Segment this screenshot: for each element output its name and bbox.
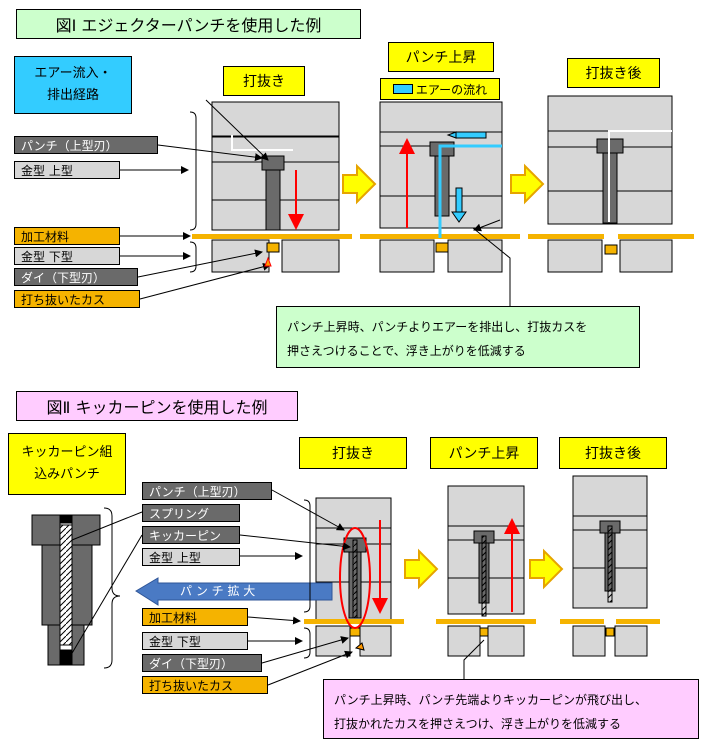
fig2-assembly-line1: キッカーピン組 — [21, 445, 113, 460]
fig1-stage3-die — [547, 95, 673, 273]
fig1-leader-lines — [120, 99, 511, 306]
fig1-stage2-air-path — [438, 144, 502, 238]
fig1-stage1-air-path — [231, 135, 293, 151]
fig2-stage3-material-left — [560, 619, 604, 624]
fig2-label-lower-die: 金型 下型 — [142, 632, 248, 650]
fig1-label-material: 加工材料 — [14, 227, 120, 245]
fig1-stage1-material — [192, 234, 352, 239]
fig1-stage-arrow-2 — [510, 163, 545, 205]
fig2-stage-arrow-1 — [404, 548, 439, 590]
fig1-label-punch: パンチ（上型刃） — [14, 136, 158, 154]
fig2-title: 図Ⅱ キッカーピンを使用した例 — [16, 391, 298, 421]
fig2-enlarged-punch — [31, 514, 101, 666]
fig1-stage3-material-right — [618, 234, 694, 239]
fig2-label-spring: スプリング — [142, 504, 240, 522]
fig2-label-kicker-pin: キッカーピン — [142, 526, 240, 544]
fig1-note: パンチ上昇時、パンチよりエアーを排出し、打抜カスを 押さえつけることで、浮き上が… — [276, 306, 640, 368]
fig1-label-upper-die: 金型 上型 — [14, 161, 120, 179]
fig1-air-route-line2: 排出経路 — [46, 88, 99, 103]
fig1-label-lower-die: 金型 下型 — [14, 247, 120, 265]
fig2-note: パンチ上昇時、パンチ先端よりキッカーピンが飛び出し、 打抜かれたカスを押さえつけ… — [323, 679, 699, 739]
fig1-stage3-slug — [604, 244, 618, 255]
fig1-note-line1: パンチ上昇時、パンチよりエアーを排出し、打抜カスを — [287, 320, 588, 334]
fig2-slug-fall — [354, 642, 365, 651]
fig1-label-slug: 打ち抜いたカス — [14, 290, 140, 308]
fig2-stage2-slug — [479, 627, 489, 637]
fig2-stage2-label: パンチ上昇 — [430, 437, 538, 469]
fig2-label-punch: パンチ（上型刃） — [142, 482, 272, 500]
fig2-stage1-material — [304, 619, 404, 624]
fig1-stage3-air-path — [608, 130, 672, 222]
fig2-note-line2: 打抜かれたカスを押さえつけ、浮き上がりを低減する — [334, 717, 622, 731]
fig1-stage2-air-arrow-left — [455, 131, 487, 139]
fig2-label-die: ダイ（下型刃） — [142, 654, 262, 672]
fig2-stage2-material — [436, 619, 536, 624]
fig2-stage1-slug — [349, 627, 361, 637]
fig2-stage3-slug — [605, 627, 615, 637]
fig1-stage1-label: 打抜き — [223, 66, 305, 96]
fig1-stage1-die — [211, 101, 340, 273]
fig2-assembly-line2: 込みパンチ — [34, 467, 100, 482]
fig1-stage3-material-left — [528, 234, 604, 239]
fig1-slug-fall-arrow — [264, 256, 272, 267]
fig1-stage1-slug — [266, 242, 280, 253]
fig1-stage3-label: 打抜き後 — [567, 58, 660, 88]
fig2-stage3-die — [572, 475, 648, 657]
fig1-stage2-slug — [435, 242, 449, 253]
fig2-stage3-label: 打抜き後 — [559, 437, 667, 469]
fig2-enlarge-arrow — [135, 577, 333, 606]
fig2-assembly-label: キッカーピン組 込みパンチ — [8, 433, 126, 495]
fig2-note-line1: パンチ上昇時、パンチ先端よりキッカーピンが飛び出し、 — [334, 693, 647, 707]
fig1-air-route-line1: エアー流入・ — [34, 66, 112, 81]
fig2-leader-lines — [67, 489, 485, 686]
fig2-stage3-material-right — [616, 619, 660, 624]
fig2-label-material: 加工材料 — [142, 608, 248, 626]
fig1-stage2-label: パンチ上昇 — [388, 42, 494, 72]
fig1-stage-arrow-1 — [342, 163, 377, 205]
fig2-stage1-label: 打抜き — [299, 437, 407, 469]
fig2-label-slug: 打ち抜いたカス — [142, 676, 268, 694]
fig1-title: 図Ⅰ エジェクターパンチを使用した例 — [16, 9, 361, 39]
air-arrow-icon — [392, 84, 413, 94]
fig1-stage2-air-arrow-down — [455, 187, 463, 213]
fig2-enlarge-brace — [103, 507, 121, 669]
fig1-air-flow-legend: エアーの流れ — [380, 78, 500, 100]
fig2-enlarge-label: パ ン チ 拡 大 — [180, 584, 256, 598]
fig1-label-die: ダイ（下型刃） — [14, 268, 138, 286]
fig1-note-line2: 押さえつけることで、浮き上がりを低減する — [287, 344, 526, 358]
fig2-enlarge-circle — [339, 527, 371, 629]
fig2-stage-arrow-2 — [529, 548, 564, 590]
fig2-label-upper-die: 金型 上型 — [142, 548, 240, 566]
fig1-air-flow-text: エアーの流れ — [415, 82, 488, 97]
fig1-air-route-label: エアー流入・ 排出経路 — [14, 56, 132, 114]
